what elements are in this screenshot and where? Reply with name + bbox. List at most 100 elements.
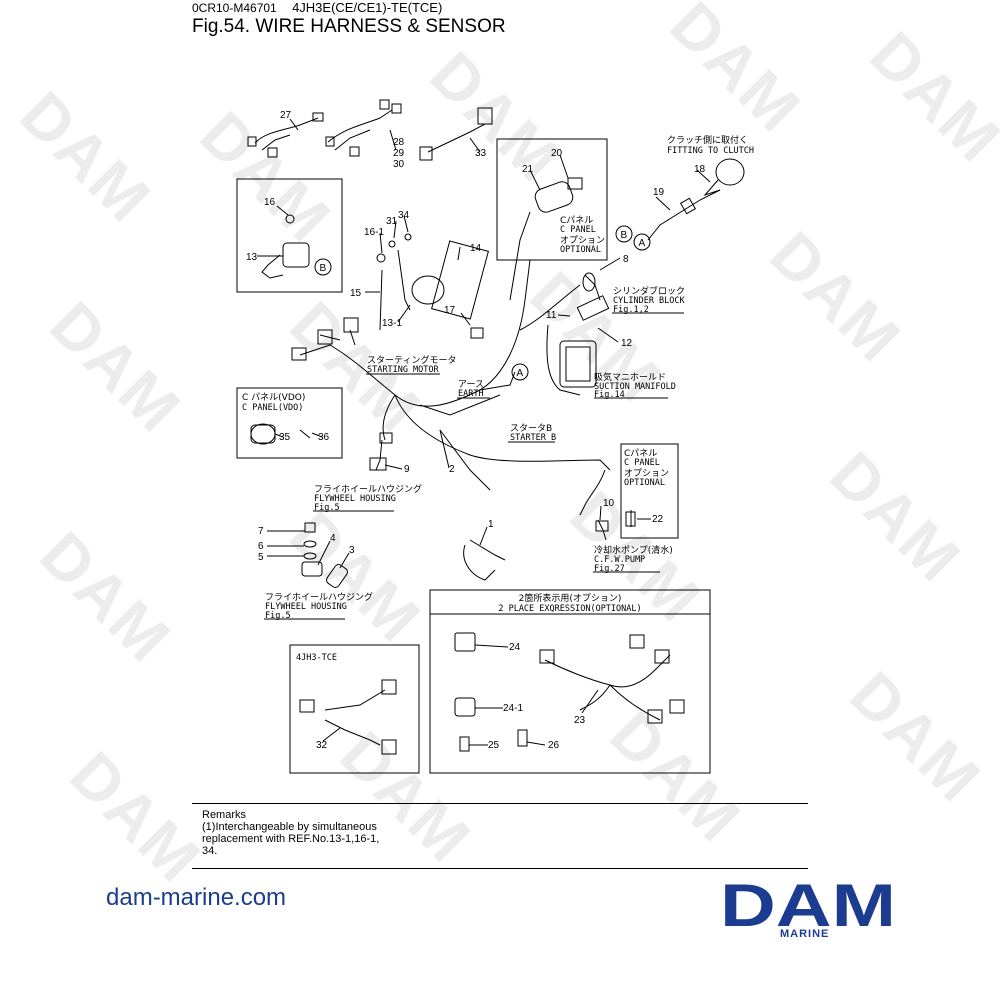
label-cpanel-r-jp: Cパネル	[624, 448, 657, 459]
label-cylinder-jp: シリンダブロック	[613, 285, 685, 297]
label-flywheel-jp: フライホイールハウジング	[314, 483, 422, 495]
part-5: 5	[258, 552, 264, 563]
label-option-top-jp: オプション	[560, 235, 605, 246]
part-23: 23	[574, 715, 586, 726]
relay-box	[236, 178, 343, 293]
part-9: 9	[404, 464, 410, 475]
doc-code: 0CR10-M46701	[192, 1, 277, 15]
part-3: 3	[349, 545, 355, 556]
part-34: 34	[398, 210, 410, 221]
engine-model: 4JH3E(CE/CE1)-TE(TCE)	[292, 0, 443, 15]
label-starting-jp: スターティングモータ	[367, 354, 456, 366]
label-two-place-jp: 2箇所表示用(オプション)	[519, 592, 622, 604]
marker-a-clutch	[633, 233, 651, 251]
label-clutch-jp: クラッチ側に取付く	[667, 134, 748, 146]
remarks-line-2: replacement with REF.No.13-1,16-1,	[202, 833, 380, 845]
marker-a-harness-letter: A	[517, 368, 524, 379]
two-place-box	[429, 589, 711, 774]
part-35: 35	[279, 432, 291, 443]
label-cpanel-r-en: C PANEL	[624, 458, 660, 468]
part-13: 13	[246, 252, 258, 263]
cpanel-right-box	[620, 443, 679, 539]
label-cfw-en: C.F.W.PUMP	[594, 555, 645, 565]
remarks-line-1: (1)Interchangeable by simultaneous	[202, 821, 377, 833]
remarks-bottom-rule	[192, 868, 808, 869]
label-starterb-en: STARTER B	[510, 433, 556, 443]
label-option-r-en: OPTIONAL	[624, 478, 665, 488]
label-earth-en: EARTH	[458, 389, 484, 399]
part-1: 1	[488, 519, 494, 530]
label-cpanel-top-en: C PANEL	[560, 225, 596, 235]
part-14: 14	[470, 243, 482, 254]
page-title: Fig.54. WIRE HARNESS & SENSOR	[192, 16, 506, 37]
label-clutch-en: FITTING TO CLUTCH	[667, 146, 754, 156]
label-flywheel-en: FLYWHEEL HOUSING	[314, 494, 396, 504]
label-suction-jp: 吸気マニホールド	[594, 371, 666, 383]
part-19: 19	[653, 187, 665, 198]
part-29: 29	[393, 148, 405, 159]
label-cpanel-vdo-jp: C パネル(VDO)	[242, 392, 305, 403]
label-starting-en: STARTING MOTOR	[367, 365, 440, 375]
label-cfw-jp: 冷却水ポンプ(清水)	[594, 544, 673, 556]
label-cylinder-fig: Fig.1,2	[613, 305, 649, 315]
part-16-1: 16-1	[364, 227, 384, 238]
part-18: 18	[694, 164, 706, 175]
part-36: 36	[318, 432, 330, 443]
part-26: 26	[548, 740, 560, 751]
label-flywheel2-fig: Fig.5	[265, 611, 291, 621]
part-15: 15	[350, 288, 362, 299]
part-27: 27	[280, 110, 292, 121]
remarks-line-3: 34.	[202, 845, 218, 857]
part-7: 7	[258, 526, 264, 537]
part-17: 17	[444, 305, 456, 316]
part-4: 4	[330, 533, 336, 544]
doc-code-line: 0CR10-M46701 4JH3E(CE/CE1)-TE(TCE)	[192, 0, 442, 15]
part-28: 28	[393, 137, 405, 148]
label-cfw-fig: Fig.27	[594, 564, 625, 574]
logo-subtitle: MARINE	[780, 928, 830, 940]
part-8: 8	[623, 254, 629, 265]
label-option-r-jp: オプション	[624, 468, 669, 479]
part-31: 31	[386, 216, 398, 227]
tce-box	[289, 644, 420, 774]
label-option-top-en: OPTIONAL	[560, 245, 601, 255]
marker-a-harness	[511, 363, 529, 381]
remarks-top-rule	[192, 803, 808, 804]
part-21: 21	[522, 164, 534, 175]
label-cylinder-en: CYLINDER BLOCK	[613, 296, 686, 306]
part-2: 2	[449, 464, 455, 475]
label-starterb-jp: スタータB	[510, 423, 552, 434]
logo-text: DAM	[720, 876, 896, 939]
dam-logo: DAM	[720, 876, 896, 939]
label-earth-jp: アース	[458, 380, 484, 390]
label-cpanel-top-jp: Cパネル	[560, 215, 593, 226]
label-flywheel2-en: FLYWHEEL HOUSING	[265, 602, 347, 612]
remarks: Remarks (1)Interchangeable by simultaneo…	[202, 809, 422, 857]
part-33: 33	[475, 148, 487, 159]
label-flywheel2-jp: フライホイールハウジング	[265, 591, 373, 603]
label-tce-box: 4JH3-TCE	[296, 653, 337, 663]
label-cpanel-vdo-en: C PANEL(VDO)	[242, 403, 303, 413]
marker-b-clutch-letter: B	[621, 230, 628, 241]
part-11: 11	[546, 310, 557, 321]
part-13-1: 13-1	[382, 318, 402, 329]
label-two-place-en: 2 PLACE EXQRESSION(OPTIONAL)	[498, 604, 641, 614]
part-25: 25	[488, 740, 500, 751]
marker-b-relay	[314, 258, 332, 276]
label-flywheel-fig: Fig.5	[314, 503, 340, 513]
part-20: 20	[551, 148, 563, 159]
site-link[interactable]: dam-marine.com	[106, 884, 287, 911]
part-16: 16	[264, 197, 276, 208]
part-22: 22	[652, 514, 664, 525]
remarks-title: Remarks	[202, 809, 247, 821]
part-30: 30	[393, 159, 405, 170]
part-32: 32	[316, 740, 328, 751]
cpanel-top-box	[496, 138, 608, 261]
cpanel-vdo-box	[236, 387, 343, 459]
part-12: 12	[621, 338, 633, 349]
part-24-1: 24-1	[503, 703, 523, 714]
marker-b-relay-letter: B	[320, 263, 327, 274]
marker-b-clutch	[615, 225, 633, 243]
marker-a-clutch-letter: A	[639, 238, 646, 249]
